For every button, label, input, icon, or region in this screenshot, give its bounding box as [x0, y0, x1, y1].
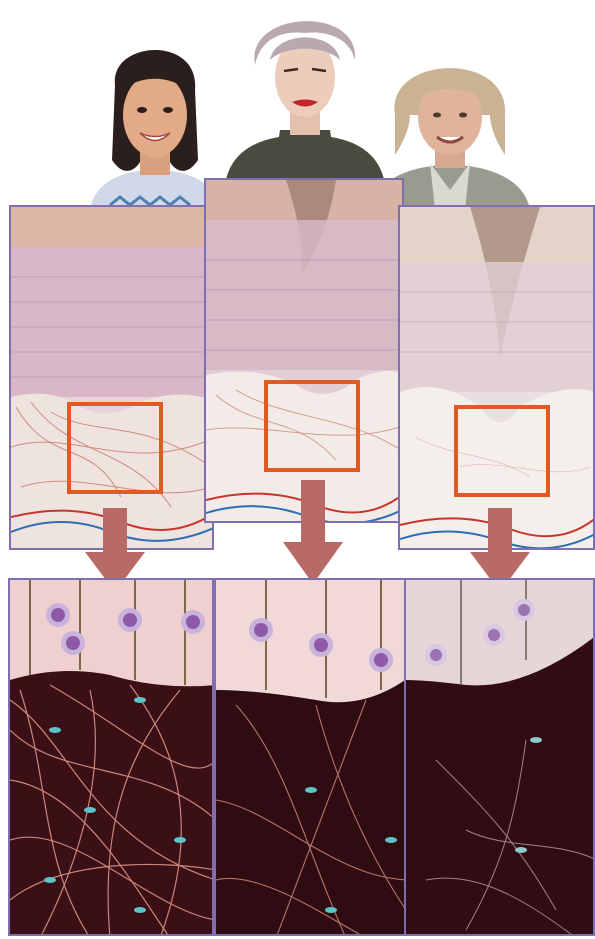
zoom-region-box [264, 380, 360, 472]
youthful-skin-cross-section [9, 205, 214, 550]
sparse-collagen-network [404, 578, 595, 936]
aged-skin-cross-section [398, 205, 595, 550]
dense-collagen-network [8, 578, 214, 936]
zoom-region-box [454, 405, 550, 497]
down-arrow-icon [283, 480, 343, 584]
zoom-region-box [67, 402, 163, 494]
thinning-collagen-network [214, 578, 410, 936]
middle-aged-skin-cross-section [204, 178, 404, 523]
